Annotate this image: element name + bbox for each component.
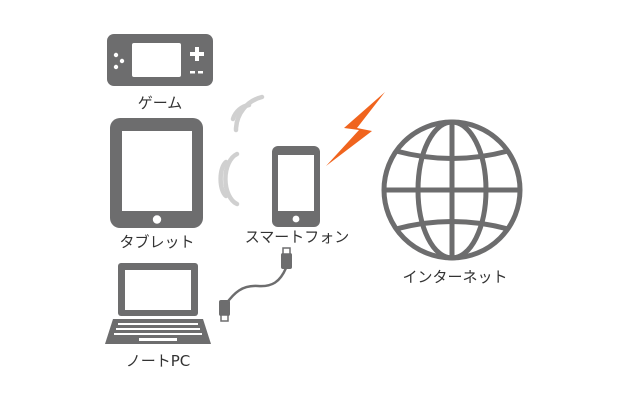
internet-label: インターネット xyxy=(402,268,508,286)
handheld-game-console-icon xyxy=(107,34,213,86)
tablet-label: タブレット xyxy=(119,233,195,251)
smartphone-label: スマートフォン xyxy=(244,228,350,246)
smartphone-icon xyxy=(272,146,320,227)
tablet-icon xyxy=(110,118,203,228)
laptop-icon xyxy=(105,263,211,344)
notebook-pc-label: ノートPC xyxy=(125,352,191,370)
wifi-signal-icon xyxy=(218,94,265,207)
lightning-bolt-icon xyxy=(326,92,385,166)
globe-icon xyxy=(381,119,523,261)
game-label: ゲーム xyxy=(137,94,183,112)
usb-cable-icon xyxy=(219,247,292,322)
